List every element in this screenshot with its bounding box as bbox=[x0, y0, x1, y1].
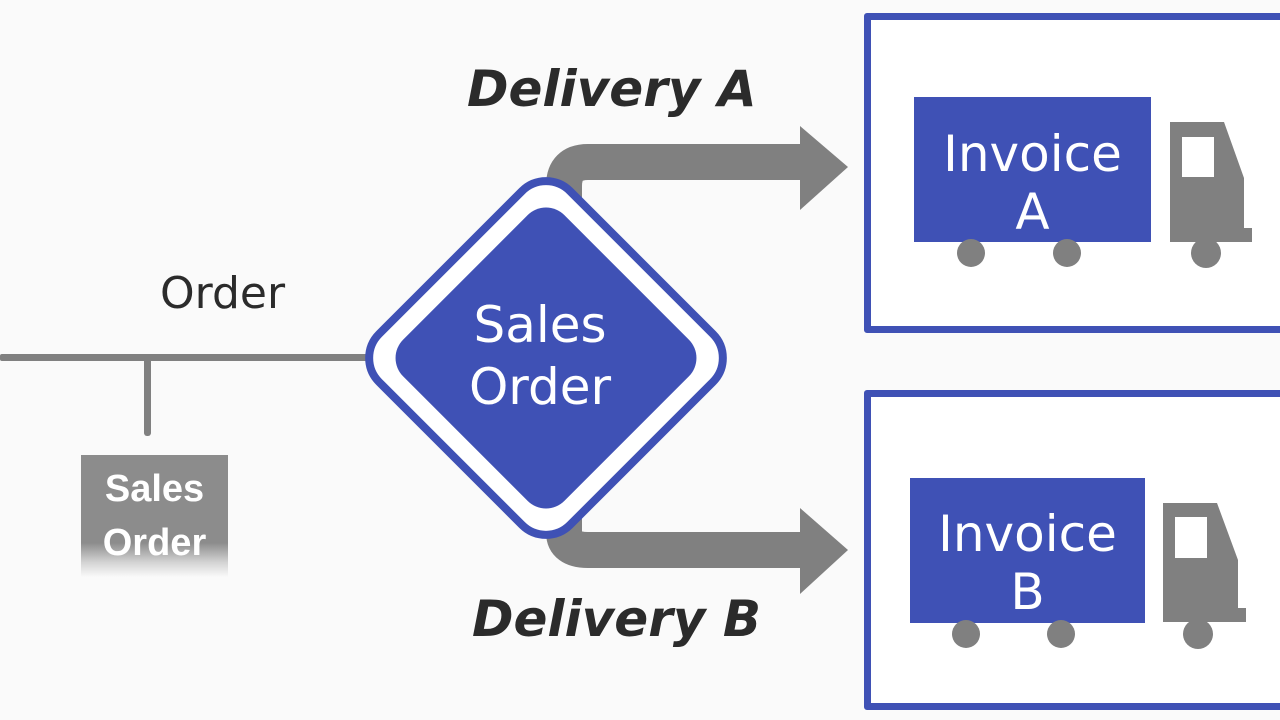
truck-a-cargo bbox=[914, 97, 1151, 242]
truck-icon bbox=[957, 122, 1256, 268]
small-sales-order-text: Sales Order bbox=[81, 462, 228, 570]
invoice-a-line2: A bbox=[1015, 183, 1050, 241]
small-sales-order-box bbox=[81, 455, 228, 577]
sales-order-node-text: Sales Order bbox=[440, 294, 640, 418]
truck-b-cargo bbox=[910, 478, 1145, 623]
sales-order-node-line2: Order bbox=[468, 358, 612, 416]
small-sales-order-line2: Order bbox=[102, 522, 207, 564]
invoice-a-line1: Invoice bbox=[943, 125, 1122, 183]
small-sales-order-line1: Sales bbox=[104, 468, 205, 510]
order-label: Order bbox=[160, 268, 286, 319]
invoice-b-line2: B bbox=[1010, 563, 1045, 621]
order-line-branch bbox=[144, 358, 151, 436]
invoice-b-line1: Invoice bbox=[938, 505, 1117, 563]
order-line bbox=[0, 354, 372, 361]
sales-order-diamond bbox=[365, 177, 727, 539]
delivery-a-label: Delivery A bbox=[467, 60, 757, 118]
invoice-a-text: Invoice A bbox=[914, 125, 1151, 241]
sales-order-node-line1: Sales bbox=[473, 296, 607, 354]
delivery-b-label: Delivery B bbox=[472, 590, 761, 648]
invoice-b-text: Invoice B bbox=[910, 505, 1145, 621]
truck-icon bbox=[952, 503, 1250, 649]
